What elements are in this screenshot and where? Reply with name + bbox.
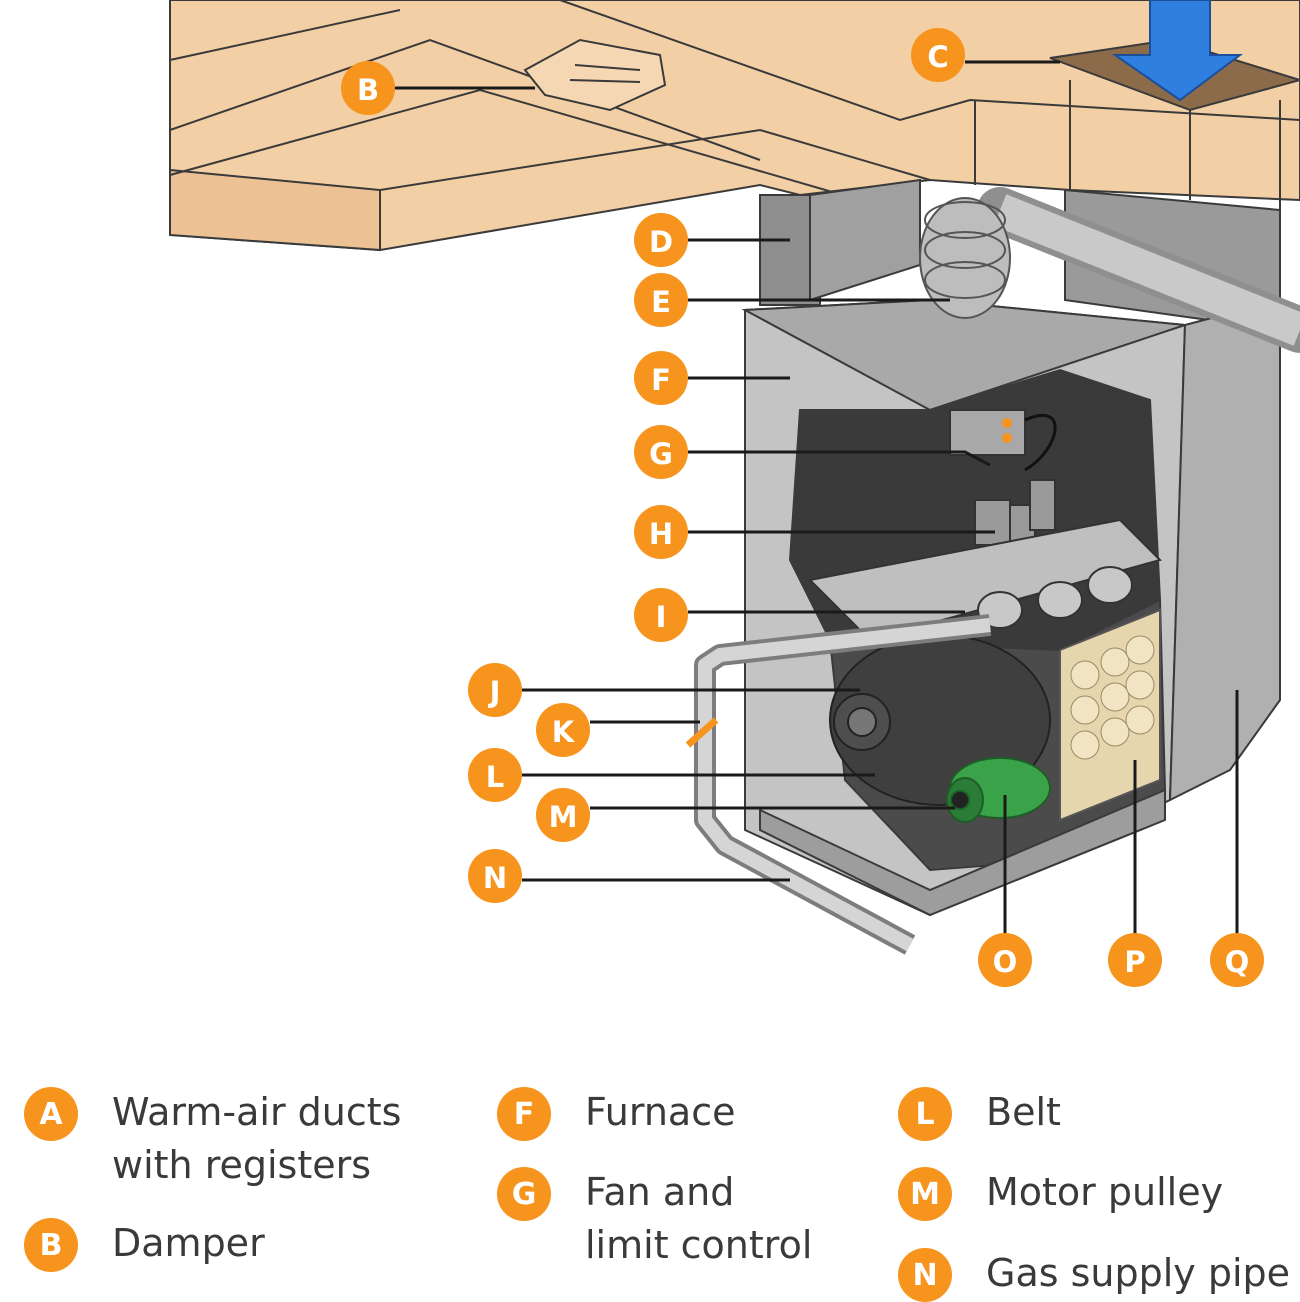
legend-label: Belt xyxy=(986,1090,1061,1134)
callout-O: O xyxy=(978,933,1032,987)
motor xyxy=(946,757,1051,823)
svg-text:J: J xyxy=(488,675,501,709)
svg-text:M: M xyxy=(549,800,578,834)
legend-badge: F xyxy=(497,1087,551,1141)
legend-item-g: G Fan and limit control xyxy=(497,1167,812,1272)
svg-text:I: I xyxy=(656,600,667,634)
furnace-diagram: B C D E F G H I J K L M N O P Q xyxy=(169,0,1300,987)
callout-E: E xyxy=(634,273,688,327)
leader-lines xyxy=(394,60,1239,935)
legend-label: Furnace xyxy=(585,1090,736,1134)
legend-item-a: A Warm-air ducts with registers xyxy=(24,1087,401,1192)
legend-item-b: B Damper xyxy=(24,1218,265,1272)
callout-G: G xyxy=(634,425,688,479)
callout-Q: Q xyxy=(1210,933,1264,987)
legend-item-l: L Belt xyxy=(898,1087,1061,1141)
callout-F: F xyxy=(634,351,688,405)
flue-pipe xyxy=(919,187,1300,353)
svg-text:C: C xyxy=(927,40,948,74)
svg-text:B: B xyxy=(357,73,379,107)
gas-valve-burners xyxy=(807,479,1162,642)
svg-text:N: N xyxy=(483,861,507,895)
callout-I: I xyxy=(634,588,688,642)
callout-D: D xyxy=(634,213,688,267)
svg-text:H: H xyxy=(649,517,673,551)
legend-item-n: N Gas supply pipe xyxy=(898,1248,1290,1302)
callout-N: N xyxy=(468,849,522,903)
legend-label: Motor pulley xyxy=(986,1170,1224,1214)
legend-label: Gas supply pipe xyxy=(986,1251,1291,1295)
svg-text:D: D xyxy=(649,225,673,259)
damper xyxy=(523,38,667,112)
callout-H: H xyxy=(634,505,688,559)
svg-text:E: E xyxy=(651,285,671,319)
callout-M: M xyxy=(536,788,590,842)
svg-text:O: O xyxy=(993,945,1018,979)
svg-text:K: K xyxy=(552,715,576,749)
legend-badge: B xyxy=(24,1218,78,1272)
callout-J: J xyxy=(468,663,522,717)
legend-badge: A xyxy=(24,1087,78,1141)
legend-badge: L xyxy=(898,1087,952,1141)
svg-text:G: G xyxy=(649,437,673,471)
gas-supply-pipe xyxy=(685,614,992,955)
legend-label: Warm-air ducts with registers xyxy=(112,1090,402,1187)
callout-P: P xyxy=(1108,933,1162,987)
legend-label: Fan and limit control xyxy=(585,1170,813,1267)
legend-badge: M xyxy=(898,1167,952,1221)
svg-text:P: P xyxy=(1124,945,1145,979)
legend-item-f: F Furnace xyxy=(497,1087,735,1141)
callout-C: C xyxy=(911,28,965,82)
svg-text:L: L xyxy=(486,760,504,794)
callout-L: L xyxy=(468,748,522,802)
legend-item-m: M Motor pulley xyxy=(898,1167,1223,1221)
fan-limit-control xyxy=(949,409,1057,472)
callout-K: K xyxy=(536,703,590,757)
svg-text:Q: Q xyxy=(1225,945,1250,979)
callout-B: B xyxy=(341,61,395,115)
svg-text:F: F xyxy=(651,363,671,397)
air-flow-arrow xyxy=(1111,0,1243,102)
legend-badge: G xyxy=(497,1167,551,1221)
filter xyxy=(1059,608,1161,822)
legend-label: Damper xyxy=(112,1221,265,1265)
legend-badge: N xyxy=(898,1248,952,1302)
